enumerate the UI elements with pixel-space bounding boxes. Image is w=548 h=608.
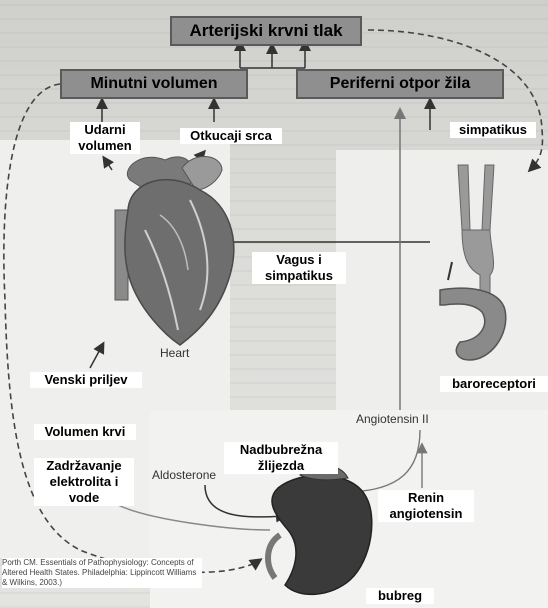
renin-angiotensin-label: Renin angiotensin [378,490,474,522]
carotid-vessel-illustration [439,164,507,361]
adrenal-gland-label: Nadbubrežna žlijezda [224,442,338,474]
vagus-sympathetic-label: Vagus i simpatikus [252,252,346,284]
arrow-ang-to-adrenal [347,429,421,498]
peripheral-resistance-box: Periferni otpor žila [296,69,504,99]
heart-figure-label: Heart [160,346,190,360]
arrow-venous-return [89,341,105,369]
blood-volume-label: Volumen krvi [34,424,136,440]
cardiac-output-label: Minutni volumen [90,75,218,92]
aldosterone-figure-label: Aldosterone [152,468,217,482]
dashed-feedback-right [367,29,544,173]
heart-illustration [114,155,235,346]
kidney-illustration [265,465,373,596]
blood-pressure-box: Arterijski krvni tlak [170,16,362,46]
electrolyte-retention-label: Zadržavanje elektrolita i vode [34,458,134,506]
blood-pressure-label: Arterijski krvni tlak [189,21,343,40]
heart-rate-label: Otkucaji srca [180,128,282,144]
dashed-feedback-left [3,83,263,574]
citation: Porth CM. Essentials of Pathophysiology:… [2,558,202,588]
angiotensin-ii-figure-label: Angiotensin II [356,412,429,426]
stroke-volume-label: Udarni volumen [70,122,140,154]
peripheral-resistance-label: Periferni otpor žila [329,75,471,92]
kidney-label: bubreg [366,588,434,604]
venous-return-label: Venski priljev [30,372,142,388]
cardiac-output-box: Minutni volumen [60,69,248,99]
baroreceptors-label: baroreceptori [440,376,548,392]
sympathetic-label: simpatikus [450,122,536,138]
arrow-heart-to-sv [102,155,114,171]
arrow-aldosterone [204,484,288,523]
arrow-kidney-left [117,504,271,531]
